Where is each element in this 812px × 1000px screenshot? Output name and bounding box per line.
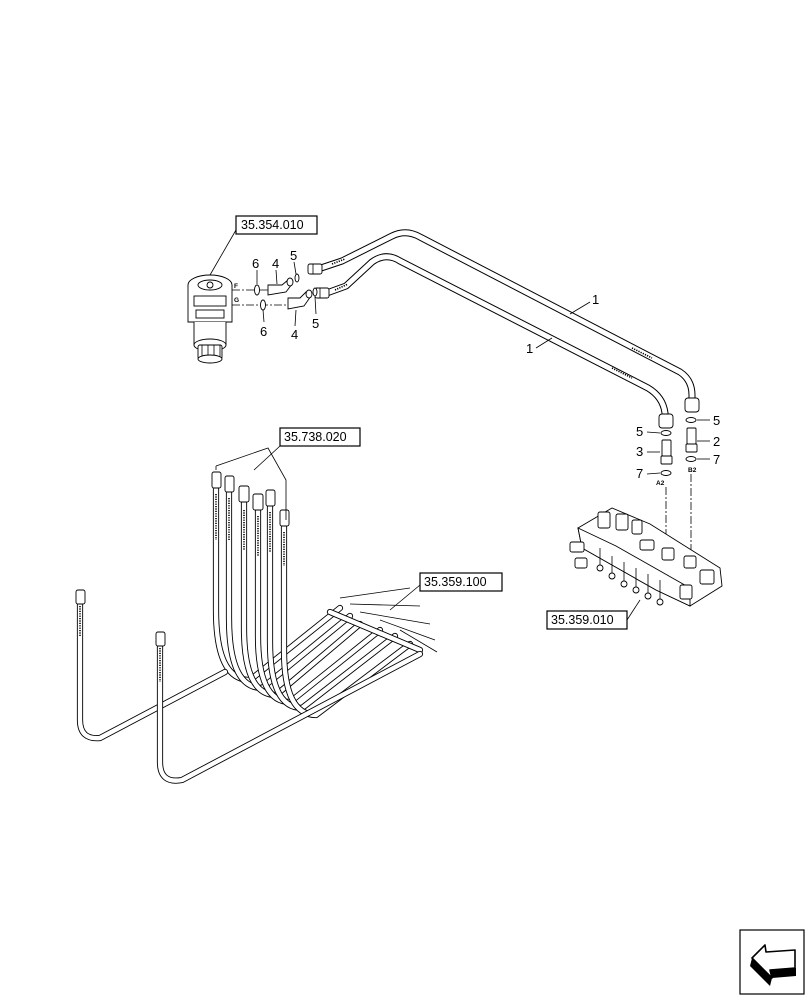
callout-2-right: 2: [713, 434, 720, 449]
ref-valve[interactable]: 35.354.010: [235, 215, 318, 235]
hose-long-left: [75, 589, 229, 742]
svg-text:35.738.020: 35.738.020: [284, 430, 347, 444]
port-F: F: [234, 283, 238, 290]
port-G: G: [234, 297, 239, 304]
callout-4-bottom: 4: [291, 327, 298, 342]
pilot-valve: [187, 274, 233, 364]
callout-5-top: 5: [290, 248, 297, 263]
callout-7-right: 7: [713, 452, 720, 467]
callout-7-left: 7: [636, 466, 643, 481]
seal-ring-5-left: [660, 430, 672, 436]
callout-3-left: 3: [636, 444, 643, 459]
ref-hoses-lower[interactable]: 35.359.100: [419, 572, 503, 592]
port-B2: B2: [688, 467, 697, 474]
seal-ring-7-right: [685, 456, 697, 462]
callout-5-right: 5: [713, 413, 720, 428]
arrow-nav-icon[interactable]: [739, 929, 805, 995]
callout-4-top: 4: [272, 256, 279, 271]
seal-ring-5-bottom: [312, 287, 318, 297]
ref-control-valve[interactable]: 35.359.010: [546, 610, 628, 630]
seal-ring-5-top: [294, 273, 300, 283]
seal-ring-5-right: [685, 417, 697, 423]
seal-ring-6-bottom: [260, 299, 266, 311]
callout-5-bottom: 5: [312, 316, 319, 331]
callout-1-lower: 1: [526, 341, 533, 356]
hose-fitting-left: [658, 413, 674, 429]
adapter-3-left: [660, 439, 673, 465]
hose-lower: [320, 253, 670, 424]
hose-fitting-upper: [307, 263, 323, 275]
svg-text:35.359.100: 35.359.100: [424, 575, 487, 589]
callout-5-left: 5: [636, 424, 643, 439]
hose-long-right: [155, 631, 424, 784]
hose-bundle: [211, 471, 424, 719]
svg-text:35.359.010: 35.359.010: [551, 613, 614, 627]
seal-ring-7-left: [660, 470, 672, 476]
elbow-fitting-4-top: [267, 277, 294, 296]
control-valve-block: [569, 507, 723, 607]
elbow-fitting-4-bottom: [287, 289, 313, 310]
seal-ring-6-top: [254, 284, 260, 296]
hose-fitting-right: [684, 397, 700, 413]
port-A2: A2: [656, 480, 665, 487]
adapter-2-right: [685, 427, 698, 453]
callout-1-upper: 1: [592, 292, 599, 307]
callout-6-bottom: 6: [260, 324, 267, 339]
hose-upper: [314, 229, 696, 406]
callout-6-top: 6: [252, 256, 259, 271]
svg-text:35.354.010: 35.354.010: [241, 218, 304, 232]
ref-hoses-group[interactable]: 35.738.020: [279, 427, 361, 447]
